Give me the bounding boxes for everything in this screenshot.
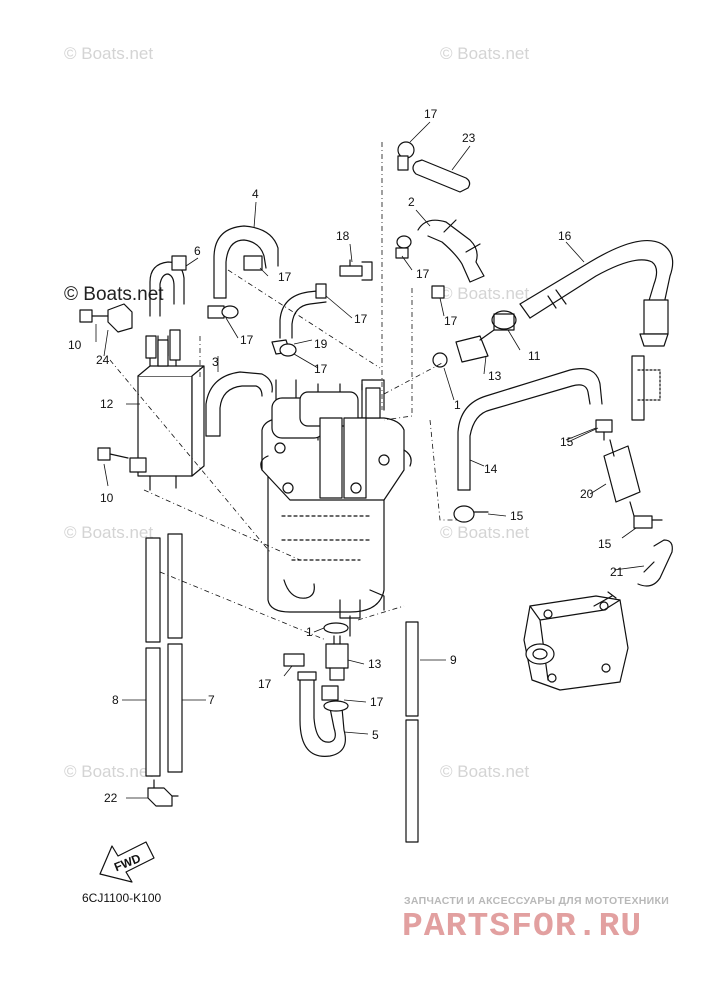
callout: 18 (336, 229, 350, 243)
watermark: © Boats.net (64, 523, 154, 542)
callout: 22 (104, 791, 118, 805)
callout: 13 (488, 369, 502, 383)
callout: 17 (240, 333, 254, 347)
callout: 10 (100, 491, 114, 505)
callout: 21 (610, 565, 624, 579)
callout: 6 (194, 244, 201, 258)
callout: 17 (444, 314, 458, 328)
callout: 5 (372, 728, 379, 742)
callout: 24 (96, 353, 110, 367)
callout: 20 (580, 487, 594, 501)
callout: 11 (528, 349, 541, 363)
watermark: © Boats.net (64, 762, 154, 781)
callout: 19 (314, 337, 328, 351)
callout: 9 (450, 653, 457, 667)
watermark: © Boats.net (64, 44, 154, 63)
callout: 7 (208, 693, 215, 707)
callout: 1 (306, 625, 313, 639)
callout: 1 (454, 398, 461, 412)
callout: 8 (112, 693, 119, 707)
callout: 17 (314, 362, 328, 376)
watermark: © Boats.net (440, 284, 530, 303)
vapor-separator-assembly (260, 379, 412, 637)
brand-subtitle: ЗАПЧАСТИ И АКСЕССУАРЫ ДЛЯ МОТОТЕХНИКИ (404, 895, 670, 907)
watermark: © Boats.net (64, 284, 164, 305)
callout: 13 (368, 657, 382, 671)
callout: 17 (354, 312, 368, 326)
callout: 10 (68, 338, 82, 352)
brand-logo: PARTSFOR.RU (402, 908, 643, 945)
callout: 17 (370, 695, 384, 709)
hose-7 (167, 533, 183, 773)
callout: 16 (558, 229, 572, 243)
callout-labels: 17 23 2 4 16 6 18 17 17 17 17 10 24 17 1… (68, 107, 624, 874)
watermark: © Boats.net (440, 44, 530, 63)
diagram-code: 6CJ1100-K100 (82, 891, 162, 905)
callout: 12 (100, 397, 114, 411)
callout: 15 (560, 435, 574, 449)
callout: 23 (462, 131, 476, 145)
callout: 17 (424, 107, 438, 121)
fuel-filter-12 (129, 329, 205, 491)
callout: 15 (510, 509, 524, 523)
callout: 4 (252, 187, 259, 201)
callout: 14 (484, 462, 498, 476)
hose-8 (145, 537, 161, 777)
fuel-pump (523, 591, 629, 691)
watermark: © Boats.net (440, 762, 530, 781)
callout: 15 (598, 537, 612, 551)
callout: 17 (258, 677, 272, 691)
watermark: © Boats.net (440, 523, 530, 542)
callout: 17 (278, 270, 292, 284)
callout: 17 (416, 267, 430, 281)
callout: 3 (212, 355, 219, 369)
callout: 2 (408, 195, 415, 209)
